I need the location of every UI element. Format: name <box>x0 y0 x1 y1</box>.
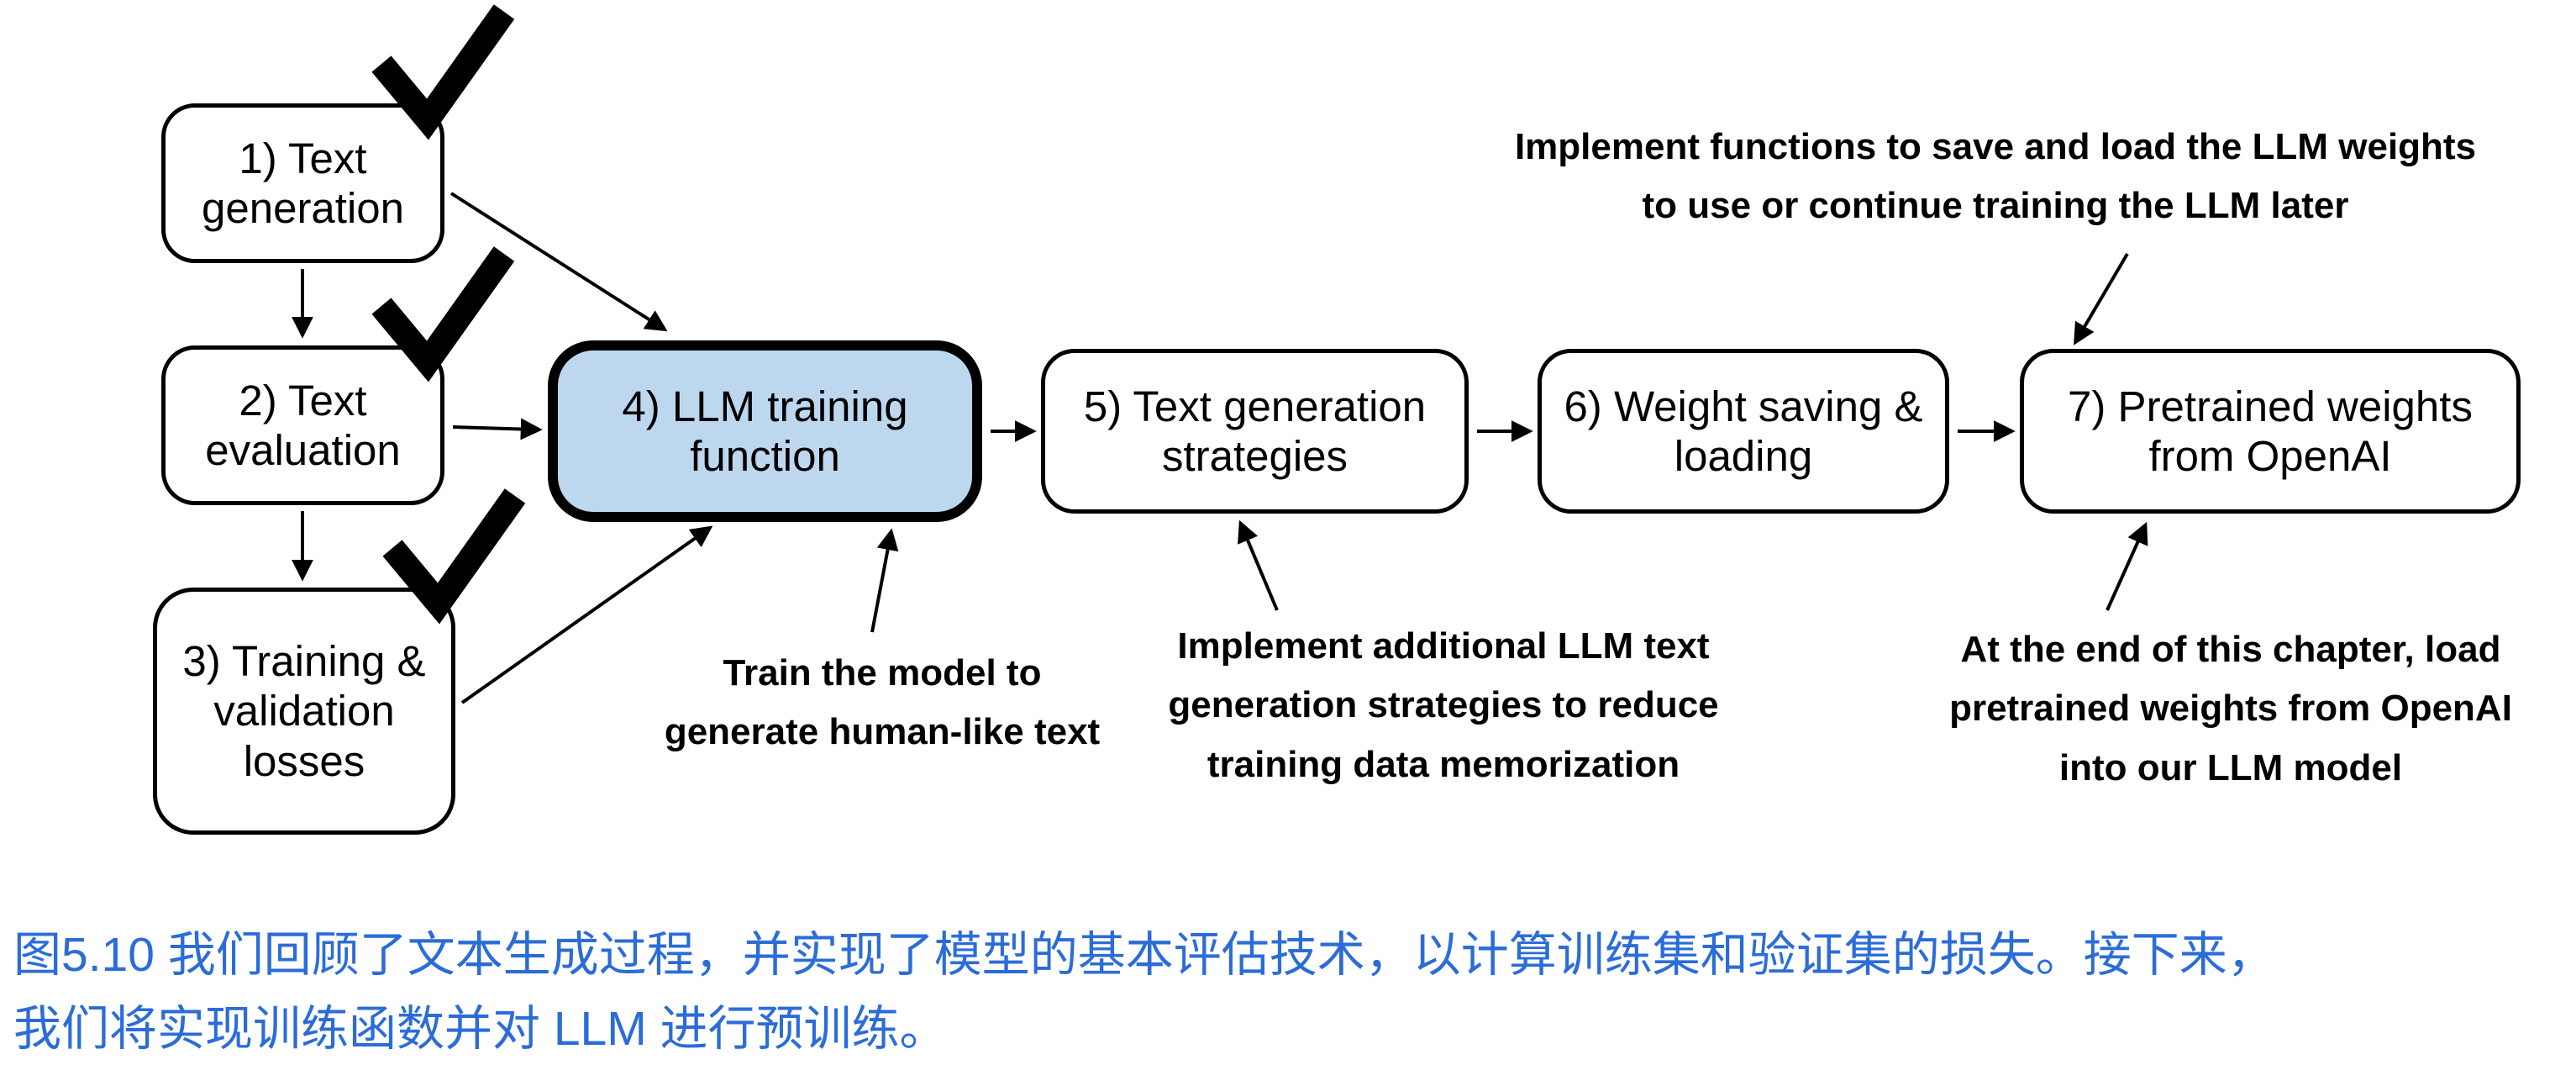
arrow-strategies-note-to-step5 <box>1238 519 1279 611</box>
annotation-pretrained-line-1: At the end of this chapter, load <box>1960 629 2501 670</box>
arrow-pretrained-note-to-step7 <box>2105 521 2148 611</box>
step-box-1: 1) Text generation <box>161 103 444 263</box>
annotation-pretrained: At the end of this chapter, load pretrai… <box>1924 620 2537 798</box>
step-box-5-label: 5) Text generation strategies <box>1083 382 1427 480</box>
annotation-generation-strategies-line-3: training data memorization <box>1207 743 1680 785</box>
annotation-train-model-line-2: generate human-like text <box>664 711 1101 753</box>
annotation-generation-strategies-line-1: Implement additional LLM text <box>1177 625 1710 667</box>
annotation-save-load-line-1: Implement functions to save and load the… <box>1514 126 2477 167</box>
step-box-4: 4) LLM training function <box>548 340 982 522</box>
step-box-2-label: 2) Text evaluation <box>205 376 401 474</box>
figure-caption: 图5.10 我们回顾了文本生成过程，并实现了模型的基本评估技术，以计算训练集和验… <box>13 918 2571 1067</box>
figure-caption-line-2: 我们将实现训练函数并对 LLM 进行预训练。 <box>13 1002 948 1057</box>
step-box-7-label: 7) Pretrained weights from OpenAI <box>2068 382 2473 480</box>
step-box-7: 7) Pretrained weights from OpenAI <box>2020 349 2521 514</box>
step-box-3: 3) Training & validation losses <box>153 588 455 835</box>
step-box-4-label: 4) LLM training function <box>622 382 908 480</box>
step-box-6-label: 6) Weight saving & loading <box>1564 382 1923 480</box>
figure-caption-line-1: 图5.10 我们回顾了文本生成过程，并实现了模型的基本评估技术，以计算训练集和验… <box>13 928 2275 982</box>
annotation-train-model-line-1: Train the model to <box>723 652 1042 693</box>
arrow-step2-to-step4 <box>452 418 543 440</box>
arrow-save-load-note-to-step6 <box>2074 252 2129 345</box>
annotation-pretrained-line-3: into our LLM model <box>2058 746 2403 788</box>
step-box-3-label: 3) Training & validation losses <box>182 637 426 785</box>
annotation-save-load-line-2: to use or continue training the LLM late… <box>1642 185 2349 227</box>
arrow-train-note-to-step4 <box>870 528 899 633</box>
annotation-pretrained-line-2: pretrained weights from OpenAI <box>1949 688 2512 730</box>
annotation-generation-strategies: Implement additional LLM text generation… <box>1149 617 1737 794</box>
annotation-generation-strategies-line-2: generation strategies to reduce <box>1168 684 1719 726</box>
annotation-save-load: Implement functions to save and load the… <box>1479 118 2512 236</box>
step-box-5: 5) Text generation strategies <box>1041 349 1469 514</box>
arrow-step1-to-step4 <box>449 192 668 332</box>
annotation-train-model: Train the model to generate human-like t… <box>655 644 1109 762</box>
step-box-6: 6) Weight saving & loading <box>1538 349 1949 514</box>
step-box-2: 2) Text evaluation <box>161 345 444 505</box>
step-box-1-label: 1) Text generation <box>201 134 405 232</box>
